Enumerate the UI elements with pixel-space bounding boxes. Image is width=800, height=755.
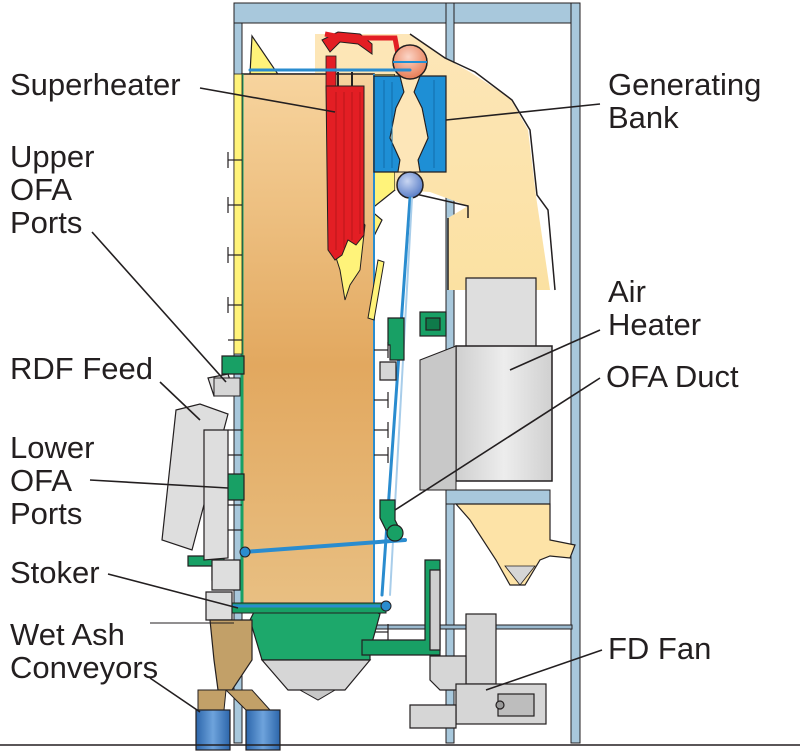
leader-lines xyxy=(89,87,603,713)
left-wall-strip xyxy=(233,73,243,355)
label-rdf-feed: RDF Feed xyxy=(10,351,153,386)
label-stoker: Stoker xyxy=(10,555,100,590)
label-lower-ofa-ports: Lower OFA Ports xyxy=(10,430,95,531)
label-air-heater: Air Heater xyxy=(608,274,702,342)
label-upper-ofa-ports: Upper OFA Ports xyxy=(10,139,95,240)
mud-drum xyxy=(396,171,424,199)
fd-fan xyxy=(409,569,547,729)
steam-drum xyxy=(392,44,428,80)
label-fd-fan: FD Fan xyxy=(608,631,712,666)
deflector xyxy=(367,259,385,321)
generating-bank xyxy=(373,75,447,173)
right-wall-ticks xyxy=(374,342,389,640)
left-ofa-port xyxy=(213,377,241,397)
label-superheater: Superheater xyxy=(10,67,181,102)
air-heater xyxy=(419,277,576,586)
left-wall-ticks xyxy=(227,152,242,531)
label-ofa-duct: OFA Duct xyxy=(606,359,739,394)
wet-ash-conveyors xyxy=(195,709,281,751)
ash-hopper xyxy=(260,659,372,701)
stoker xyxy=(227,600,392,614)
rdf-feed-chute xyxy=(161,373,241,621)
label-generating-bank: Generating Bank xyxy=(608,67,762,135)
wet-ash-chutes xyxy=(197,619,272,711)
label-wet-ash-conveyors: Wet Ash Conveyors xyxy=(10,617,159,685)
